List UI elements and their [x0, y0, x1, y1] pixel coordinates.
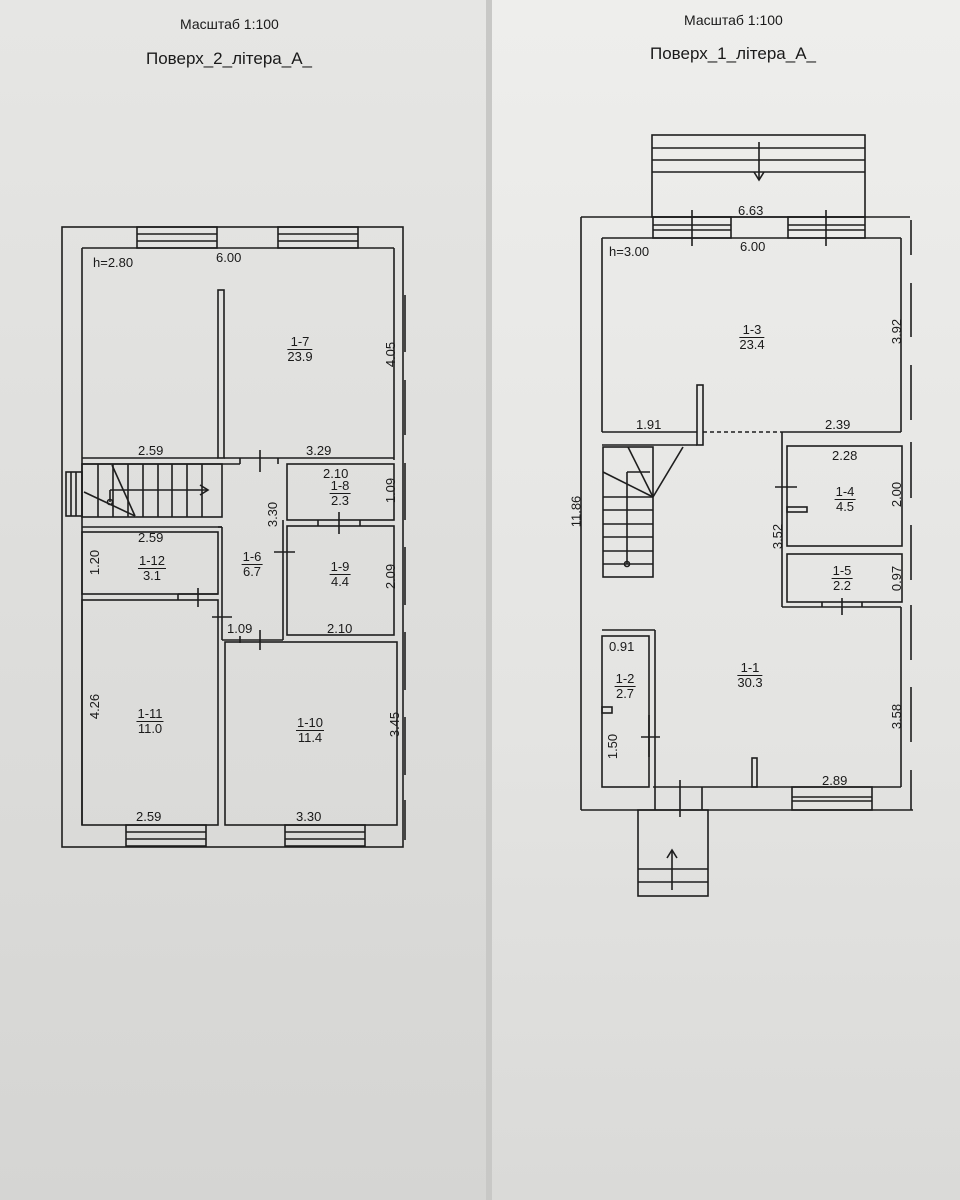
- dim-label: 0.91: [609, 639, 635, 654]
- dim-label: 2.00: [889, 481, 905, 508]
- floor-2-title: Поверх_2_літера_А_: [146, 49, 312, 68]
- floor-1-sheet: [492, 0, 960, 1200]
- dim-label: 3.52: [770, 523, 786, 550]
- dim-label: 1.09: [227, 621, 253, 636]
- floor-2-width-dimension: 6.00: [216, 250, 242, 265]
- dim-label: 1.91: [636, 417, 662, 432]
- dim-label: 3.92: [889, 318, 905, 345]
- dim-label: 2.89: [822, 773, 848, 788]
- dim-label: 3.30: [296, 809, 322, 824]
- dim-label: 2.59: [138, 443, 164, 458]
- floor-1-scale: Масштаб 1:100: [684, 12, 783, 28]
- dim-label: 2.10: [323, 466, 349, 481]
- sheet-gap: [486, 0, 492, 1200]
- floor-1-outer-width: 6.63: [738, 203, 764, 218]
- dim-label: 1.50: [605, 733, 621, 760]
- floor-1-ceiling-height: h=3.00: [609, 244, 650, 259]
- floor-1-inner-width: 6.00: [740, 239, 766, 254]
- dim-label: 11.86: [568, 495, 584, 528]
- floor-2-scale: Масштаб 1:100: [180, 16, 279, 32]
- dim-label: 2.59: [136, 809, 162, 824]
- dim-label: 3.29: [306, 443, 332, 458]
- dim-label: 2.28: [832, 448, 858, 463]
- dim-label: 2.10: [327, 621, 353, 636]
- dim-label: 0.97: [889, 565, 905, 592]
- floor-2-ceiling-height: h=2.80: [93, 255, 134, 270]
- dim-label: 2.59: [138, 530, 164, 545]
- floor-1-title: Поверх_1_літера_А_: [650, 44, 816, 63]
- dim-label: 3.58: [889, 703, 905, 730]
- dim-label: 2.39: [825, 417, 851, 432]
